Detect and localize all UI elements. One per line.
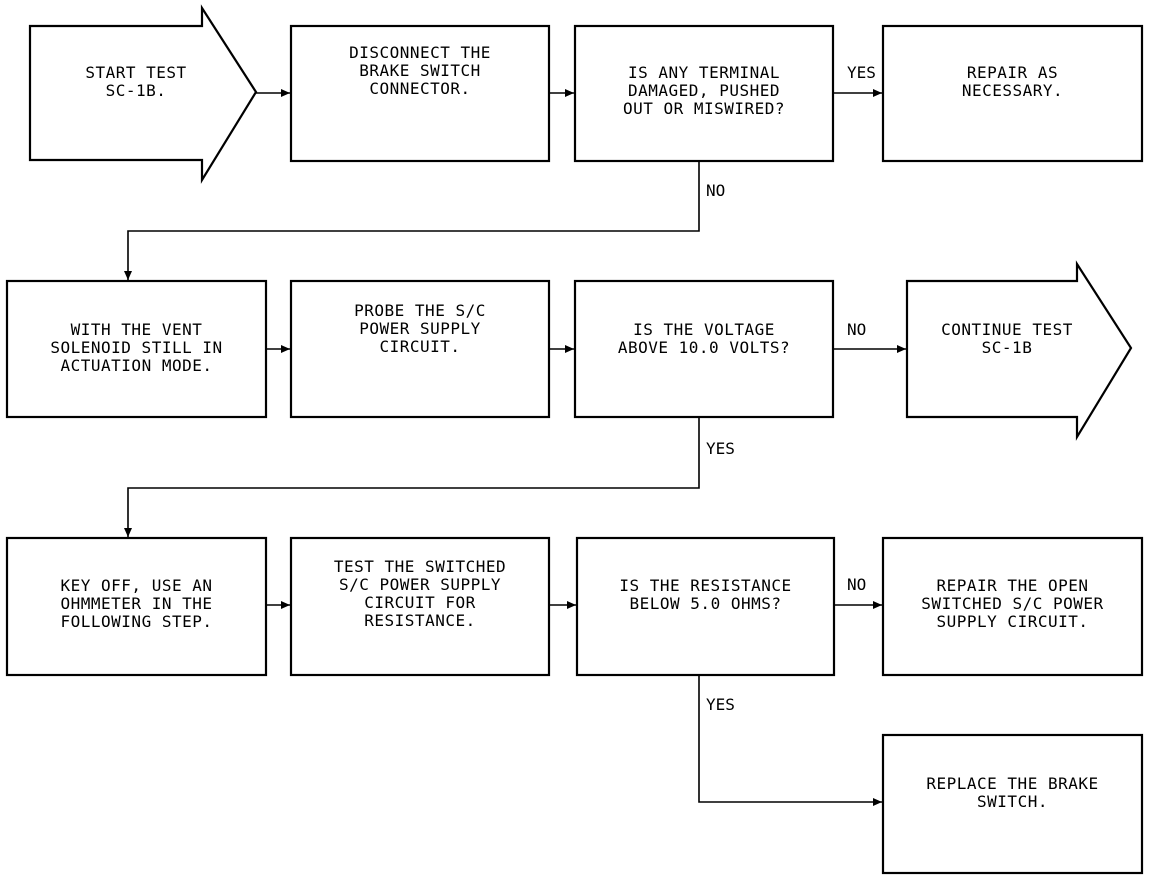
vent-solenoid-node: WITH THE VENT SOLENOID STILL IN ACTUATIO… [50, 320, 223, 375]
repair-open-box-shape [881, 536, 1144, 677]
repair-open-node: REPAIR THE OPEN SWITCHED S/C POWER SUPPL… [921, 576, 1104, 631]
connector-voltage-keyoff [124, 417, 700, 537]
no-label-voltage: NO [847, 320, 867, 339]
yes-label-voltage: YES [706, 439, 735, 458]
disconnect-node: DISCONNECT THE BRAKE SWITCH CONNECTOR. [349, 43, 491, 98]
yes-label-resistance: YES [706, 695, 735, 714]
replace-box-shape [881, 733, 1144, 875]
continue-test-node: CONTINUE TEST SC-1B [941, 320, 1073, 357]
voltage-question-node: IS THE VOLTAGE ABOVE 10.0 VOLTS? [617, 320, 791, 357]
connector-terminal-vent [124, 161, 700, 280]
yes-label-terminal: YES [847, 63, 876, 82]
test-switched-node: TEST THE SWITCHED S/C POWER SUPPLY CIRCU… [333, 557, 507, 630]
replace-brake-switch-node: REPLACE THE BRAKE SWITCH. [926, 774, 1099, 811]
start-test-node: START TEST SC-1B. [85, 63, 187, 100]
keyoff-box-shape [5, 536, 268, 677]
probe-node: PROBE THE S/C POWER SUPPLY CIRCUIT. [354, 301, 486, 356]
terminal-question-node: IS ANY TERMINAL DAMAGED, PUSHED OUT OR M… [622, 63, 786, 118]
repair-necessary-node: REPAIR AS NECESSARY. [961, 63, 1064, 100]
no-label-resistance: NO [847, 575, 867, 594]
start-arrow-shape [28, 4, 258, 184]
resistance-question-node: IS THE RESISTANCE BELOW 5.0 OHMS? [619, 576, 792, 613]
test-switched-box-shape [289, 536, 551, 677]
keyoff-node: KEY OFF, USE AN OHMMETER IN THE FOLLOWIN… [60, 576, 213, 631]
continue-arrow-shape [905, 260, 1133, 441]
resistance-question-box-shape [575, 536, 836, 677]
repair-necessary-box-shape [881, 24, 1144, 163]
no-label-terminal: NO [706, 181, 726, 200]
connector-resistance-replace [698, 675, 882, 806]
